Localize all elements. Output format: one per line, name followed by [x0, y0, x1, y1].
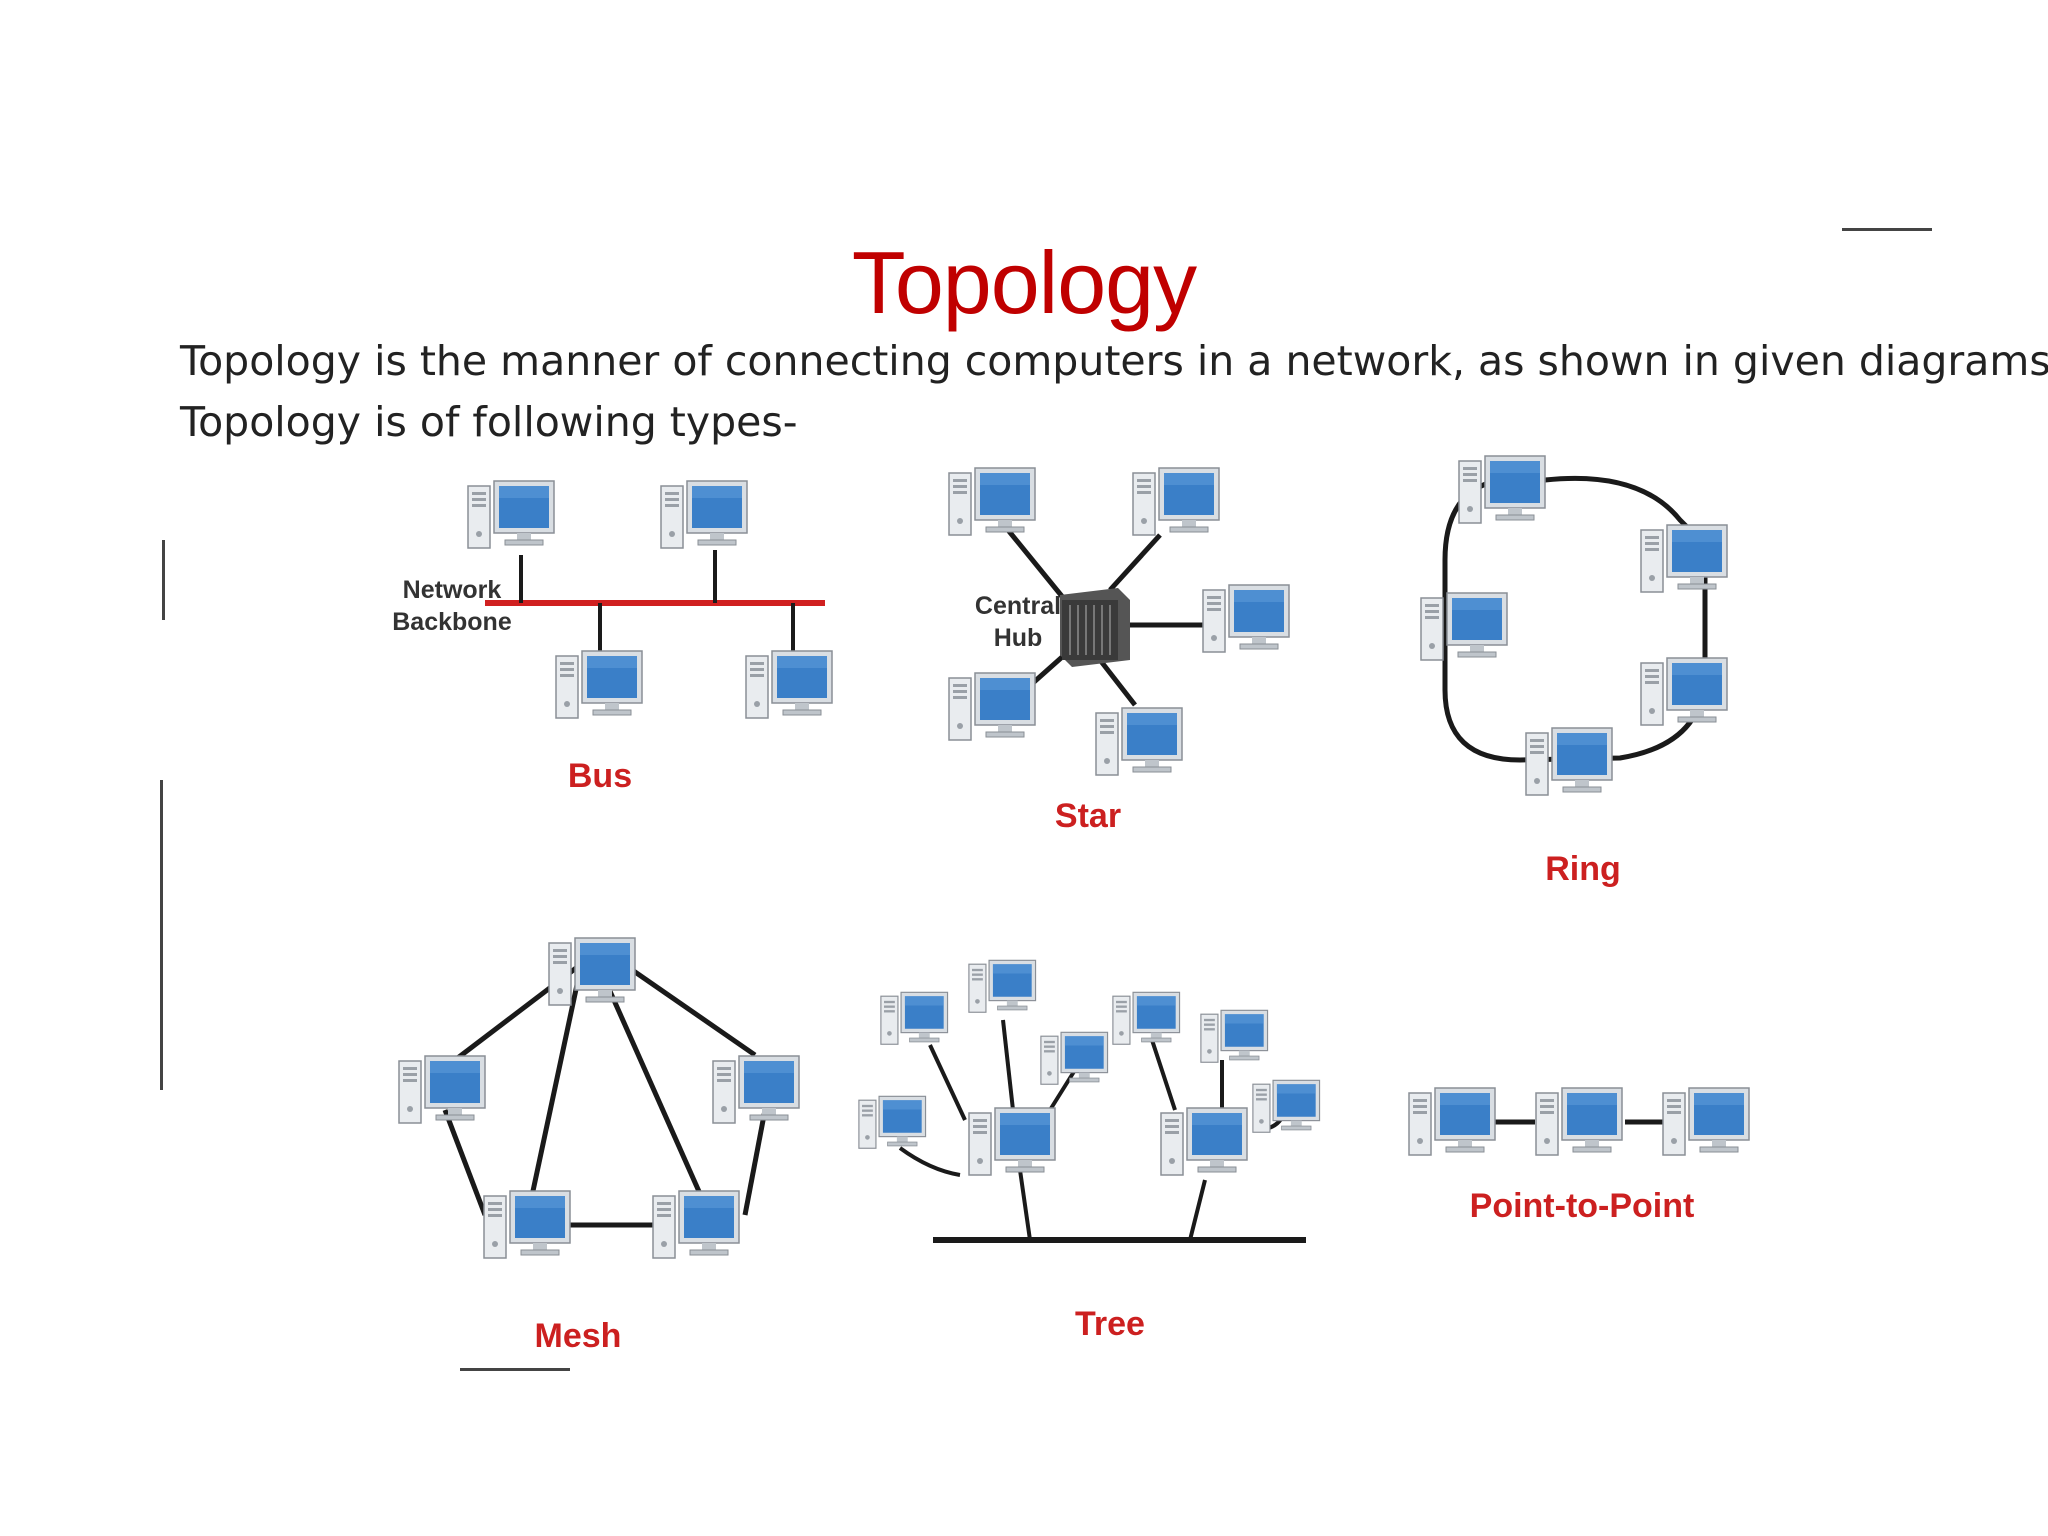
- description-line-1: Topology is the manner of connecting com…: [180, 337, 2048, 385]
- computer-icon: [1132, 467, 1220, 536]
- point-to-point-label: Point-to-Point: [1470, 1187, 1695, 1225]
- computer-icon: [968, 1107, 1056, 1176]
- slide-title: Topology: [851, 233, 1197, 332]
- computer-icon: [1202, 584, 1290, 653]
- computer-icon: [1095, 707, 1183, 776]
- decorative-line-top-right: [1842, 228, 1932, 231]
- computer-icon: [1640, 657, 1728, 726]
- computer-icon: [880, 991, 949, 1045]
- computer-icon: [483, 1190, 571, 1259]
- computer-icon: [548, 937, 636, 1006]
- computer-icon: [1458, 455, 1546, 524]
- point-to-point-topology: Point-to-Point: [1408, 1087, 1750, 1225]
- tree-label: Tree: [1075, 1305, 1145, 1343]
- tree-topology: Tree: [858, 959, 1321, 1343]
- central-hub-icon: [1060, 588, 1130, 667]
- ring-label: Ring: [1545, 850, 1621, 888]
- computer-icon: [660, 480, 748, 549]
- ring-topology: Ring: [1420, 455, 1728, 888]
- mesh-topology: Mesh: [398, 937, 800, 1355]
- computer-icon: [467, 480, 555, 549]
- computer-icon: [1200, 1009, 1269, 1063]
- decorative-line-left-1: [162, 540, 165, 620]
- computer-icon: [1640, 524, 1728, 593]
- computer-icon: [652, 1190, 740, 1259]
- bus-topology: Network Backbone Bus: [392, 480, 833, 795]
- description-line-2: Topology is of following types-: [180, 398, 798, 446]
- computer-icon: [1408, 1087, 1496, 1156]
- computer-icon: [948, 672, 1036, 741]
- computer-icon: [968, 959, 1037, 1013]
- computer-icon: [1160, 1107, 1248, 1176]
- network-backbone-label-line1: Network: [403, 576, 502, 604]
- computer-icon: [1112, 991, 1181, 1045]
- computer-icon: [555, 650, 643, 719]
- computer-icon: [858, 1095, 927, 1149]
- computer-icon: [1252, 1079, 1321, 1133]
- computer-icon: [1662, 1087, 1750, 1156]
- mesh-label: Mesh: [535, 1317, 622, 1355]
- decorative-line-left-2: [160, 780, 163, 1090]
- computer-icon: [1040, 1031, 1109, 1085]
- computer-icon: [1420, 592, 1508, 661]
- computer-icon: [712, 1055, 800, 1124]
- computer-icon: [948, 467, 1036, 536]
- central-hub-label-line2: Hub: [994, 624, 1043, 652]
- computer-icon: [1525, 727, 1613, 796]
- bus-label: Bus: [568, 757, 632, 795]
- star-topology: Central Hub Star: [948, 467, 1290, 835]
- star-label: Star: [1055, 797, 1121, 835]
- central-hub-label-line1: Central: [975, 592, 1061, 620]
- decorative-line-bottom: [460, 1368, 570, 1371]
- computer-icon: [745, 650, 833, 719]
- computer-icon: [398, 1055, 486, 1124]
- computer-icon: [1535, 1087, 1623, 1156]
- network-backbone-label-line2: Backbone: [392, 608, 512, 636]
